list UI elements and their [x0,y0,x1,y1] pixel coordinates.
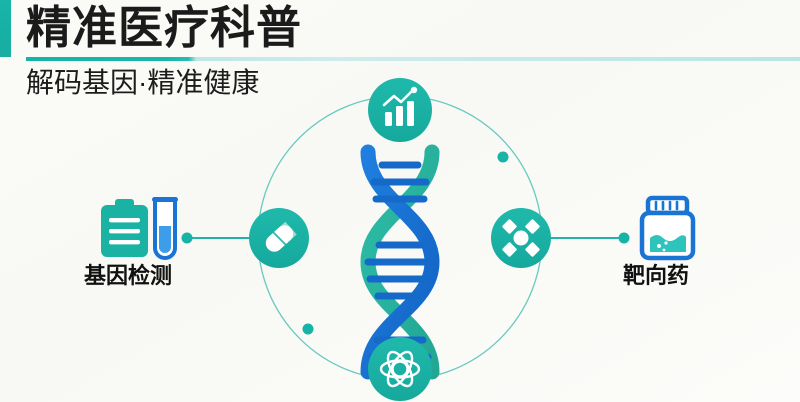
left-connector-group [181,232,249,244]
node-atom[interactable] [368,337,432,401]
medicine-bottle-icon [639,195,696,261]
left-connector-dot [181,232,193,244]
node-molecule[interactable] [491,208,551,268]
item-label-gene-test: 基因检测 [84,263,173,288]
orbit-dot-upper-right [497,151,509,163]
page-title: 精准医疗科普 [26,2,303,53]
bottle-bubbles [657,241,668,252]
node-medicine[interactable] [249,208,309,268]
clipboard-lines [109,218,140,245]
right-connector-group [551,232,630,244]
orbit-dot-lower-left [302,323,314,335]
test-tube-rim [152,197,178,202]
bar-chart-trend-icon [382,86,418,126]
item-label-targeted-drug: 靶向药 [623,263,690,288]
clipboard-test-tube-icon [101,197,178,260]
page-subtitle: 解码基因·精准健康 [26,67,260,98]
molecule-cluster-icon [502,219,540,257]
node-analytics[interactable] [368,78,432,142]
right-connector-dot [618,232,630,244]
header-accent-bar [0,0,11,57]
bottle-cap-ridges [654,200,679,211]
title-underline-rule [26,57,800,61]
pill-capsule-icon [265,221,297,252]
node-atom-circle[interactable] [368,337,432,401]
clipboard-clip [115,199,134,209]
test-tube-liquid [159,226,171,253]
atom-orbital-icon [379,350,421,388]
